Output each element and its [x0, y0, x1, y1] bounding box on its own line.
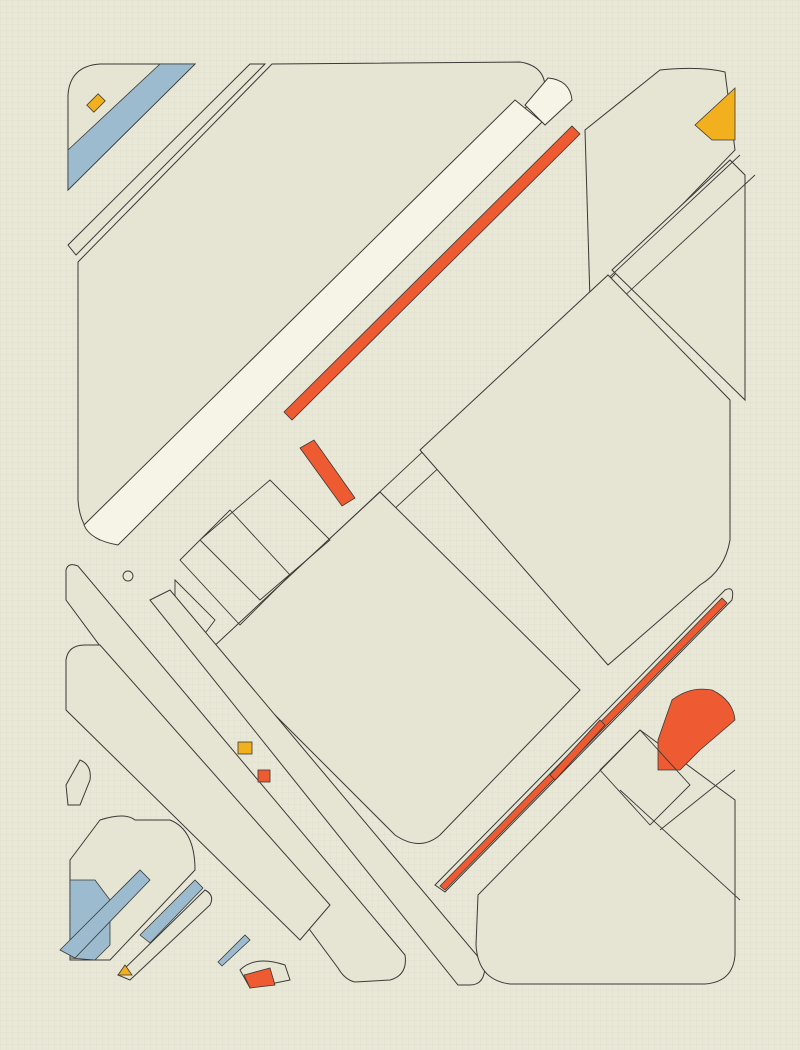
water-strip-bottom — [59, 869, 151, 959]
highlight-yellow-left — [237, 741, 253, 755]
highlight-red-left — [257, 769, 271, 783]
road-band-top-left — [67, 63, 267, 256]
highlight-yellow-bottom — [117, 964, 133, 976]
water-strip-bottom-2 — [139, 879, 204, 944]
roundabout-marker — [122, 570, 134, 582]
block-middle-right — [419, 274, 731, 666]
block-left-mid — [65, 644, 331, 941]
water-area-top-left — [67, 63, 196, 191]
small-pier-blue — [217, 934, 251, 967]
island-small-left — [65, 759, 91, 806]
park-strip-cream — [83, 99, 543, 546]
highlight-yellow-right — [694, 87, 736, 141]
pier-bottom-left — [117, 889, 213, 981]
boat-red — [243, 967, 276, 989]
small-block-top — [524, 77, 573, 126]
highlight-top-left — [86, 93, 106, 113]
block-center — [209, 491, 581, 844]
plaza-red — [657, 688, 736, 771]
road-strip-left-1 — [65, 564, 406, 983]
block-right-side — [611, 159, 746, 402]
block-bottom-right — [475, 729, 736, 985]
red-segment-mid — [549, 719, 606, 781]
red-crosswalk — [299, 439, 356, 507]
building-cluster-right — [599, 729, 741, 901]
transit-line-red — [283, 125, 581, 421]
